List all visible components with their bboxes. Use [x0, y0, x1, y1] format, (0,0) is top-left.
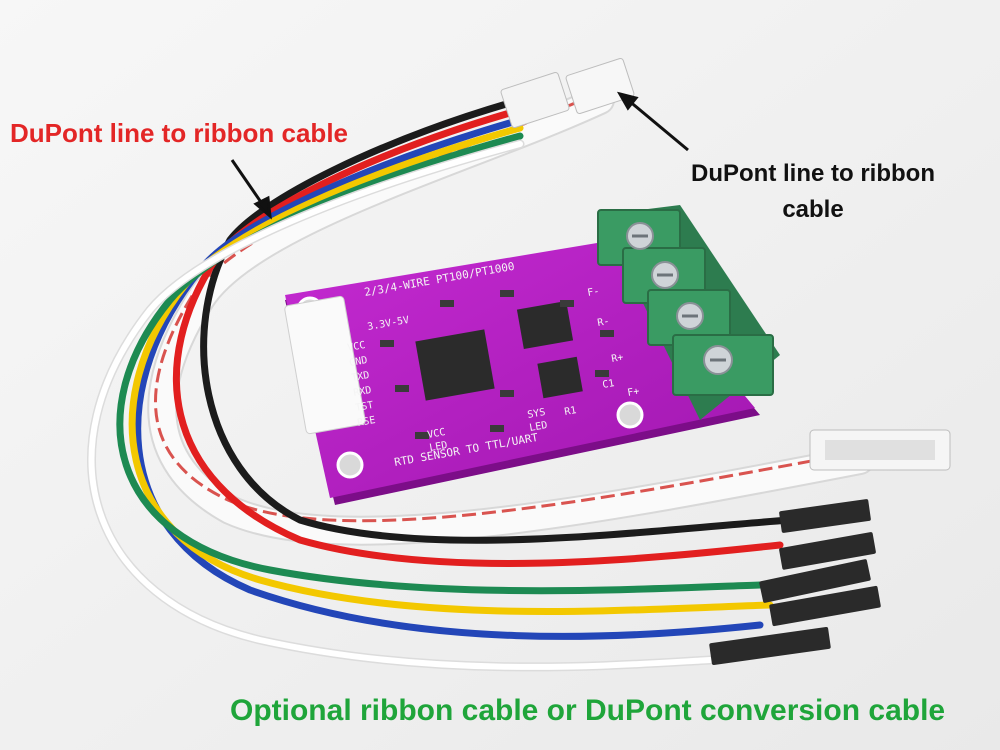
led-label-led: LED	[429, 440, 449, 454]
jst-connectors	[500, 57, 635, 129]
ic-chip	[537, 356, 583, 399]
ic-chip	[415, 329, 495, 401]
jst-connector-right	[809, 429, 951, 471]
ic-chip	[516, 300, 574, 350]
led-label-vcc: VCC	[427, 427, 447, 441]
mounting-hole	[336, 451, 364, 479]
terminal-label-f-plus: F+	[627, 386, 641, 399]
dupont-wires	[87, 96, 794, 672]
wire-red	[173, 106, 784, 567]
terminal-label-f-minus: F-	[587, 286, 601, 299]
dupont-headers	[709, 499, 881, 665]
pin-label-txd: TXD	[351, 370, 371, 384]
pin-label-rse: RSE	[357, 415, 377, 429]
arrow-right	[627, 98, 689, 152]
wire-blue	[134, 116, 764, 640]
caption-right: DuPont line to ribbon cable	[691, 160, 935, 223]
pin-label-tst: TST	[355, 400, 375, 414]
wire-black	[200, 96, 794, 544]
led-label-sys: SYS	[527, 407, 547, 421]
wire-yellow	[128, 124, 774, 615]
smd-components	[380, 290, 614, 439]
part-label-c1: C1	[602, 378, 616, 391]
pin-label-gnd: GND	[349, 355, 369, 369]
pointer-arrows	[230, 91, 689, 220]
pin-label-vcc: VCC	[347, 340, 367, 354]
arrow-left	[230, 159, 267, 209]
mounting-hole	[616, 401, 644, 429]
terminal-block	[597, 205, 780, 420]
pin-header	[284, 295, 366, 435]
caption-left: DuPont line to ribbon cable	[10, 118, 348, 148]
terminal-label-r-plus: R+	[611, 352, 625, 365]
caption-bottom: Optional ribbon cable or DuPont conversi…	[230, 694, 946, 727]
terminal-label-r-minus: R-	[597, 316, 611, 329]
led-label-led2: LED	[529, 420, 549, 434]
pin-label-rxd: RXD	[353, 385, 373, 399]
part-label-r1: R1	[564, 405, 578, 418]
